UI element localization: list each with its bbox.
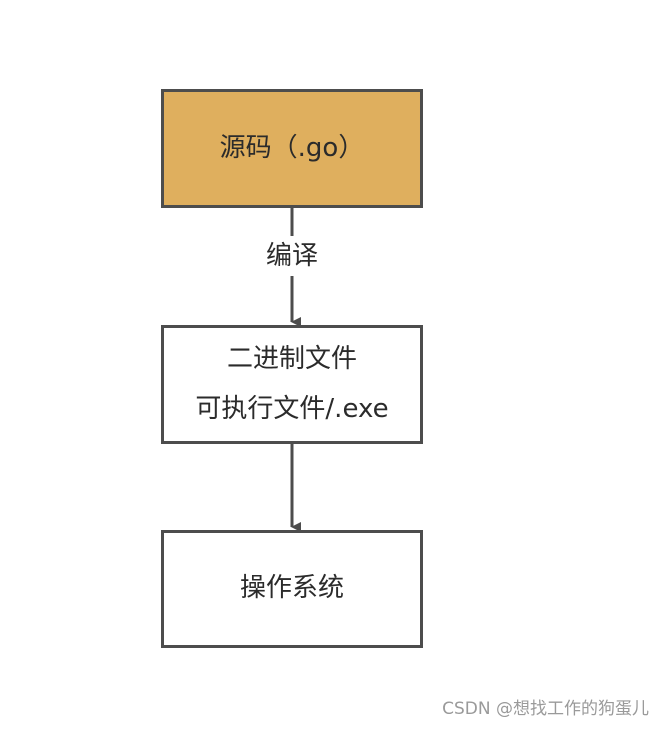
node-source-code: 源码（.go） bbox=[161, 89, 423, 208]
watermark: CSDN @想找工作的狗蛋儿 bbox=[442, 699, 649, 719]
node-binary-file: 二进制文件 可执行文件/.exe bbox=[161, 325, 423, 444]
node-binary-file-line-2: 可执行文件/.exe bbox=[195, 393, 389, 424]
edge-label-compile: 编译 bbox=[242, 236, 342, 276]
node-operating-system-label: 操作系统 bbox=[239, 573, 344, 604]
node-operating-system: 操作系统 bbox=[161, 530, 423, 648]
node-source-code-label: 源码（.go） bbox=[219, 132, 365, 163]
node-binary-file-line-1: 二进制文件 bbox=[226, 344, 357, 375]
